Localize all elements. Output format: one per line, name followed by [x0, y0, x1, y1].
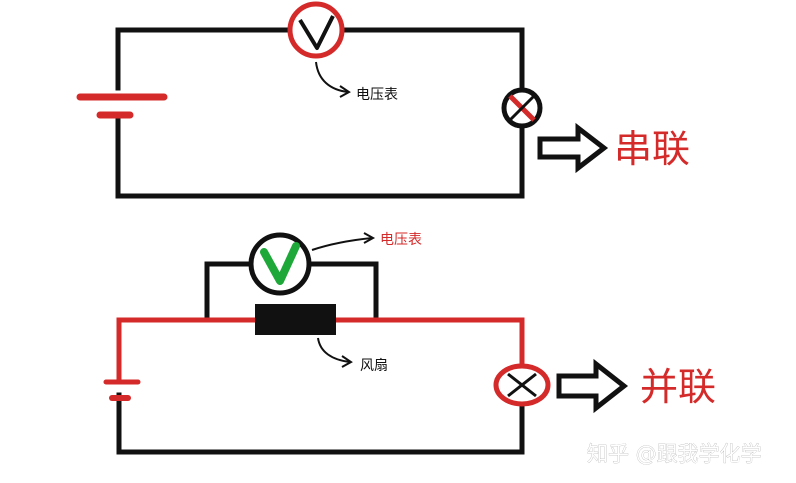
battery-symbol — [76, 93, 168, 119]
watermark-text: 知乎 @跟我学化学 — [587, 442, 762, 466]
series-label: 串联 — [614, 127, 690, 171]
parallel-label: 并联 — [640, 365, 716, 409]
series-hollow-arrow — [537, 122, 609, 174]
voltmeter-pointer-arrow — [315, 61, 351, 98]
series-circuit: 电压表 串联 — [76, 1, 690, 199]
parallel-circuit: 电压表 风扇 并联 — [103, 232, 716, 455]
fan-pointer-arrow — [317, 337, 353, 368]
battery-symbol-2 — [103, 379, 141, 401]
voltmeter-label-2: 电压表 — [380, 232, 422, 248]
parallel-hollow-arrow — [556, 358, 629, 414]
lamp-symbol-2 — [493, 363, 551, 407]
fan-resistor — [255, 304, 336, 335]
parallel-black-wires — [116, 261, 525, 455]
series-wires — [115, 27, 525, 199]
parallel-red-wires — [116, 317, 525, 381]
lamp-symbol — [501, 87, 543, 129]
voltmeter-label: 电压表 — [356, 87, 398, 103]
fan-label: 风扇 — [360, 358, 388, 374]
voltmeter-pointer-arrow-2 — [311, 232, 376, 251]
voltmeter-wrong — [287, 1, 345, 59]
voltmeter-correct — [248, 232, 312, 296]
